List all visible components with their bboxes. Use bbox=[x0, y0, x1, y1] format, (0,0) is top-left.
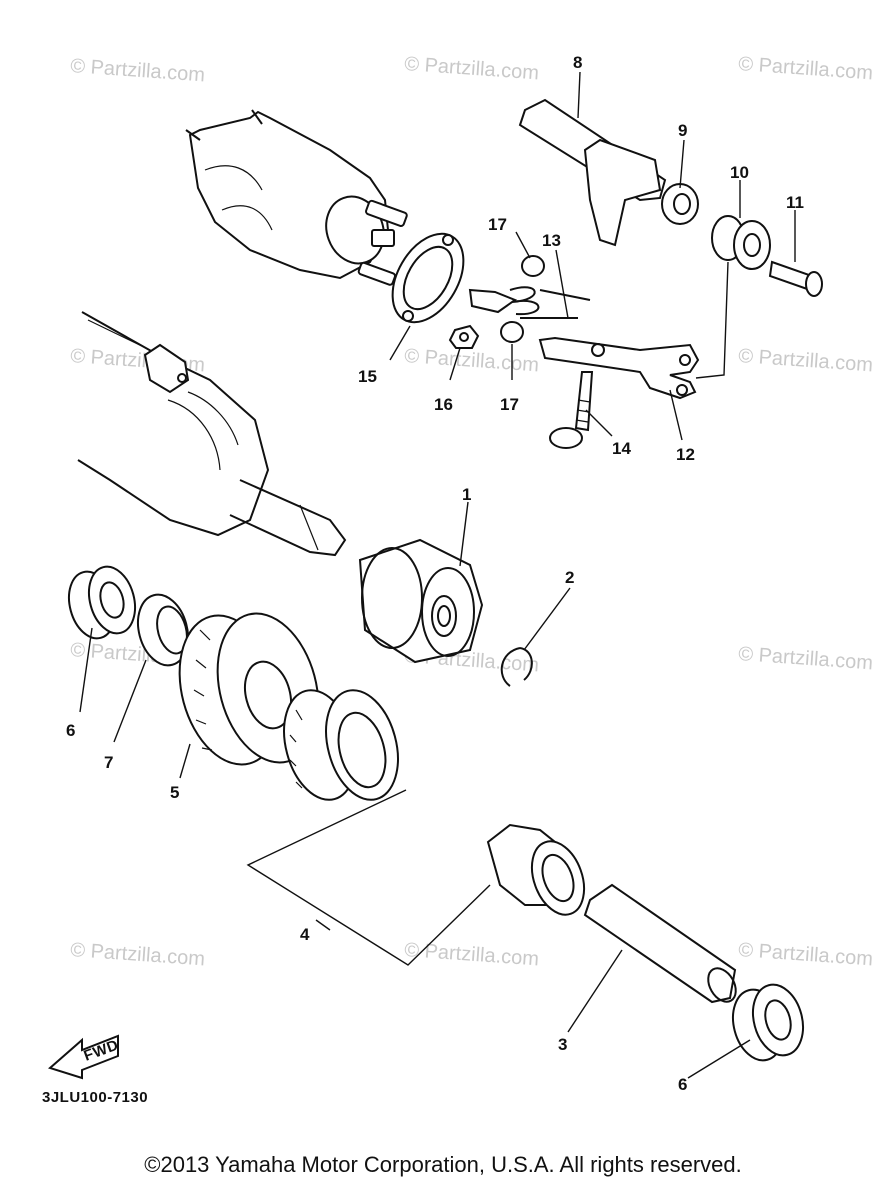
callout-9: 9 bbox=[678, 121, 687, 140]
callout-10: 10 bbox=[730, 163, 749, 182]
bolt-11 bbox=[768, 260, 823, 297]
watermark: © Partzilla.com bbox=[738, 345, 874, 376]
callout-12: 12 bbox=[676, 445, 695, 464]
callout-1: 1 bbox=[462, 485, 471, 504]
oil-seal-7 bbox=[137, 593, 189, 667]
callout-17-top: 17 bbox=[488, 215, 507, 234]
leader-lines bbox=[79, 71, 796, 1079]
callout-15: 15 bbox=[358, 367, 377, 386]
callout-17-bottom: 17 bbox=[500, 395, 519, 414]
needle-bearing-4 bbox=[283, 689, 399, 801]
nut-16 bbox=[448, 324, 480, 349]
callout-8: 8 bbox=[573, 53, 582, 72]
fwd-arrow-icon: FWD bbox=[47, 1034, 121, 1080]
bearing-6-left bbox=[67, 565, 137, 640]
roller-10 bbox=[711, 215, 771, 270]
copyright-notice: ©2013 Yamaha Motor Corporation, U.S.A. A… bbox=[144, 1152, 742, 1177]
washer-17-bottom bbox=[500, 321, 524, 343]
washer-17-top bbox=[521, 255, 545, 277]
callout-2: 2 bbox=[565, 568, 574, 587]
callout-3: 3 bbox=[558, 1035, 567, 1054]
watermark: © Partzilla.com bbox=[404, 345, 540, 376]
shaft-3 bbox=[583, 883, 737, 1004]
watermark: © Partzilla.com bbox=[404, 53, 540, 84]
starter-solenoid bbox=[185, 109, 408, 286]
watermark: © Partzilla.com bbox=[738, 643, 874, 674]
watermark: © Partzilla.com bbox=[404, 939, 540, 970]
callout-13: 13 bbox=[542, 231, 561, 250]
callout-6-right: 6 bbox=[678, 1075, 687, 1094]
shaft-8 bbox=[518, 98, 667, 247]
collar-9 bbox=[661, 183, 699, 225]
starter-motor bbox=[77, 311, 347, 557]
callout-7: 7 bbox=[104, 753, 113, 772]
lever-12 bbox=[538, 336, 700, 400]
starter-clutch-1 bbox=[358, 538, 484, 664]
watermark: © Partzilla.com bbox=[738, 53, 874, 84]
diagram-code: 3JLU100-7130 bbox=[42, 1089, 148, 1106]
watermark: © Partzilla.com bbox=[738, 939, 874, 970]
callout-16: 16 bbox=[434, 395, 453, 414]
bearing-sleeve-4 bbox=[486, 823, 586, 916]
gasket-15 bbox=[391, 232, 465, 324]
spring-13 bbox=[468, 286, 591, 319]
callout-6-left: 6 bbox=[66, 721, 75, 740]
callout-14: 14 bbox=[612, 439, 631, 458]
watermark: © Partzilla.com bbox=[70, 939, 206, 970]
bearing-6-right bbox=[732, 983, 804, 1062]
callout-5: 5 bbox=[170, 783, 179, 802]
circlip-2 bbox=[500, 647, 533, 687]
watermark: © Partzilla.com bbox=[70, 55, 206, 86]
callouts: 8 9 10 11 17 13 15 16 17 14 12 1 2 6 7 5… bbox=[66, 53, 804, 1094]
callout-11: 11 bbox=[786, 193, 804, 212]
watermarks: © Partzilla.com © Partzilla.com © Partzi… bbox=[70, 53, 874, 970]
bolt-14 bbox=[549, 371, 594, 449]
callout-4: 4 bbox=[300, 925, 310, 944]
